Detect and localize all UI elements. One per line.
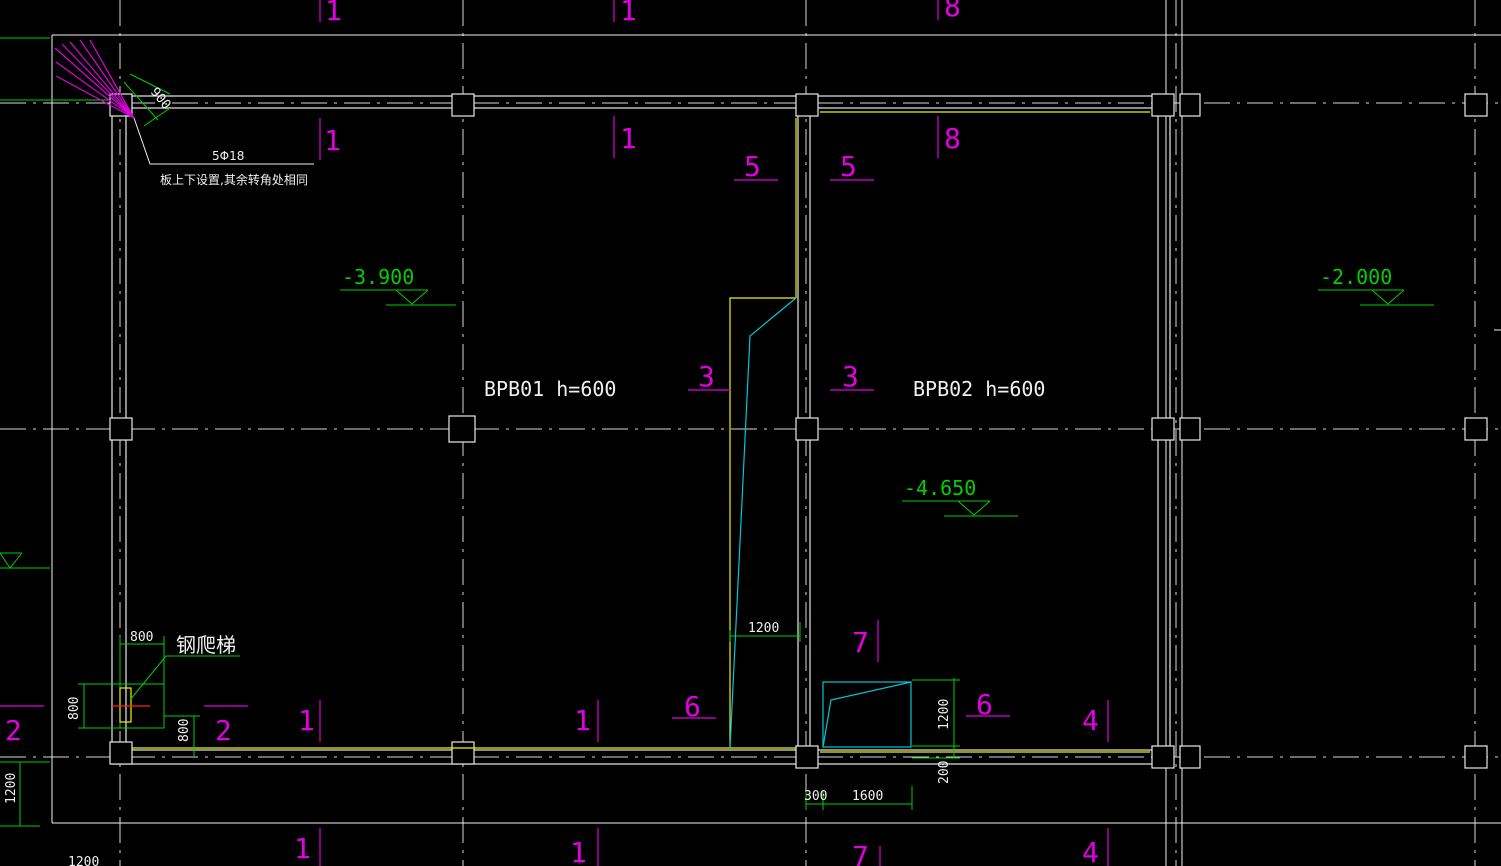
svg-text:8: 8: [944, 122, 961, 155]
svg-text:3: 3: [842, 360, 859, 393]
ladder-label: 钢爬梯: [176, 633, 236, 657]
section-marks: 1 1 8 1 1 8 5 5 3 3 6 6 7 1 1 4: [0, 0, 1109, 866]
svg-text:3: 3: [698, 360, 715, 393]
slab-label-bpb02: BPB02 h=600: [913, 377, 1045, 401]
rebar-note-text: 板上下设置,其余转角处相同: [160, 172, 308, 187]
cyan-lines: [729, 297, 912, 749]
svg-text:5: 5: [840, 150, 857, 183]
dim-1200-bottom: 1200: [68, 855, 99, 866]
dim-1200-right: 1200: [937, 699, 952, 730]
dim-1200-mid: 1200: [748, 621, 779, 636]
svg-text:1: 1: [294, 832, 311, 865]
dim-1200-left: 1200: [4, 773, 19, 804]
svg-text:1: 1: [325, 0, 342, 27]
elevation-marker-outside: -2.000: [1318, 265, 1434, 306]
columns: [109, 93, 1488, 769]
svg-text:6: 6: [976, 688, 993, 721]
dim-300: 300: [804, 789, 827, 804]
ladder-dim-right: 800: [177, 719, 192, 742]
svg-text:1: 1: [574, 704, 591, 737]
dimensions: 1200 1200 200 300 1600 1200 1200: [0, 621, 960, 866]
svg-text:6: 6: [684, 690, 701, 723]
svg-text:7: 7: [852, 626, 869, 659]
svg-text:1: 1: [570, 836, 587, 866]
elevation-marker-edge: [0, 552, 50, 569]
elevation-marker-left: -3.900: [340, 265, 456, 306]
ladder-dim-left: 800: [67, 697, 82, 720]
elevation-marker-right-room: -4.650: [902, 476, 1018, 517]
svg-text:5: 5: [744, 150, 761, 183]
corner-rebar-detail: 900 5Φ18 板上下设置,其余转角处相同: [54, 39, 314, 187]
slab-label-bpb01: BPB01 h=600: [484, 377, 616, 401]
dim-1600: 1600: [852, 789, 883, 804]
svg-text:-2.000: -2.000: [1320, 265, 1392, 289]
rebar-bar-text: 5Φ18: [212, 149, 244, 163]
yellow-lines: [132, 111, 1150, 753]
svg-text:1: 1: [298, 704, 315, 737]
svg-text:2: 2: [215, 714, 232, 747]
svg-text:-4.650: -4.650: [904, 476, 976, 500]
pit-walls: [111, 95, 1171, 765]
svg-text:7: 7: [852, 840, 869, 866]
svg-text:2: 2: [5, 714, 22, 747]
svg-text:4: 4: [1082, 704, 1099, 737]
svg-text:4: 4: [1082, 836, 1099, 866]
dim-200: 200: [937, 761, 952, 784]
svg-text:-3.900: -3.900: [342, 265, 414, 289]
svg-text:8: 8: [944, 0, 961, 23]
steel-ladder-detail: 800 800 800 钢爬梯: [67, 630, 240, 756]
ladder-dim-top: 800: [130, 630, 153, 645]
svg-text:1: 1: [620, 0, 637, 27]
svg-text:1: 1: [324, 124, 341, 157]
svg-text:1: 1: [620, 122, 637, 155]
